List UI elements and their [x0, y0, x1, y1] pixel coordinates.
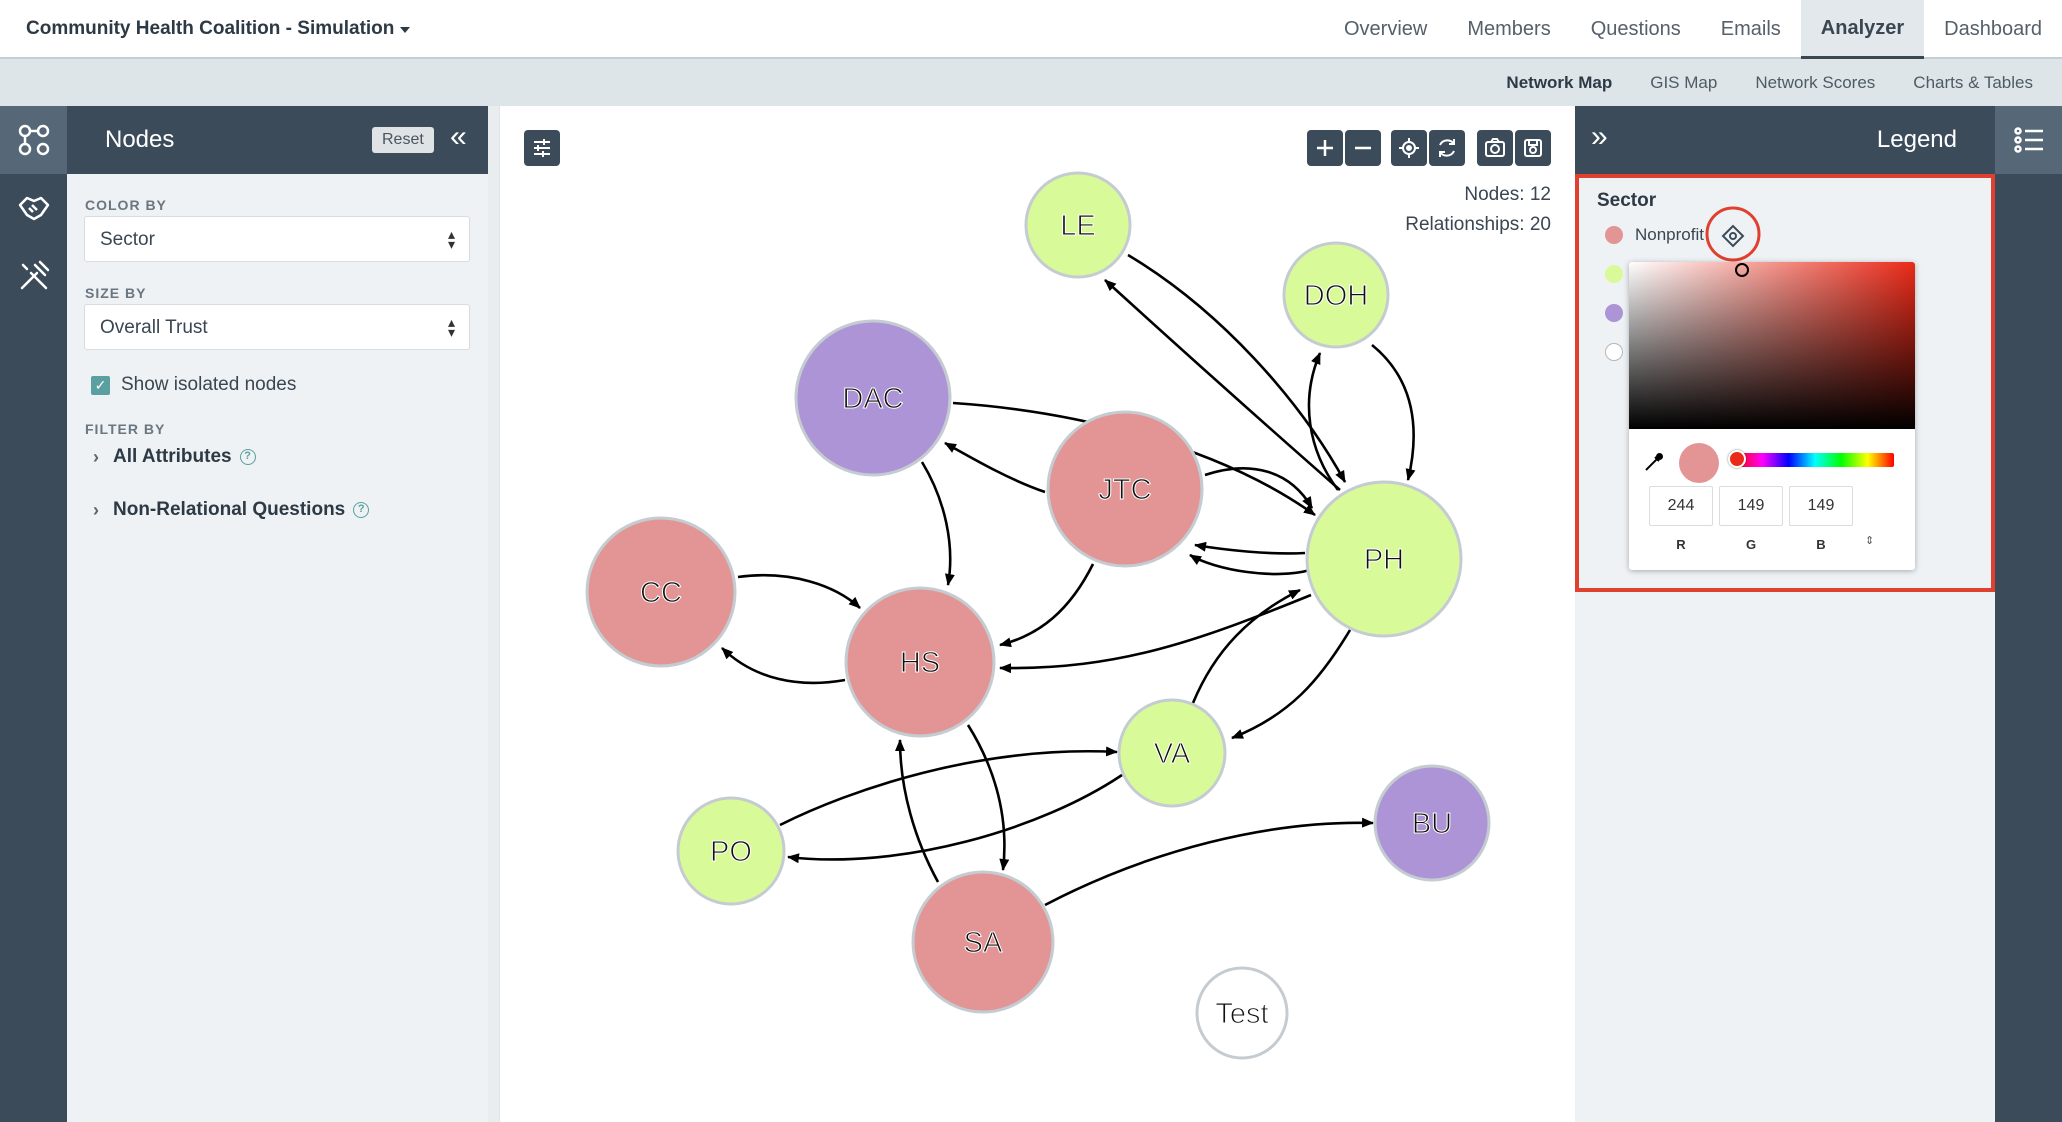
nodes-panel: Nodes Reset « COLOR BY Sector ▴▾ SIZE BY… [67, 106, 488, 1122]
saturation-area[interactable] [1629, 262, 1915, 429]
legend-swatch-green[interactable] [1605, 265, 1623, 283]
show-isolated-label: Show isolated nodes [121, 374, 297, 395]
size-by-select[interactable]: Overall Trust ▴▾ [84, 304, 470, 350]
hue-handle[interactable] [1728, 450, 1746, 468]
legend-label-nonprofit: Nonprofit [1635, 225, 1704, 244]
sector-label: Sector [1597, 190, 1657, 211]
legend-swatch-none[interactable] [1605, 343, 1623, 361]
sub-nav-bar: Network Map GIS Map Network Scores Chart… [0, 59, 2062, 106]
camera-icon [1485, 138, 1505, 157]
center-button[interactable] [1391, 130, 1427, 166]
refresh-icon [1439, 139, 1455, 157]
subtab-gis-map[interactable]: GIS Map [1650, 72, 1718, 92]
filter-all-attributes[interactable]: › All Attributes ? [93, 446, 256, 468]
show-isolated-checkbox[interactable]: ✓ [91, 375, 110, 395]
filter-by-label: FILTER BY [85, 421, 166, 437]
tab-emails[interactable]: Emails [1720, 18, 1781, 40]
legend-panel: » Legend Sector Nonprofit 244 149 [1575, 106, 1995, 1122]
tab-questions[interactable]: Questions [1590, 18, 1681, 40]
red-input[interactable]: 244 [1649, 486, 1713, 526]
sliders-icon [534, 139, 550, 157]
legend-header: » Legend [1575, 106, 1995, 174]
size-by-label: SIZE BY [85, 285, 147, 301]
top-nav: Overview Members Questions Emails Analyz… [1324, 0, 2062, 59]
show-isolated-row[interactable]: ✓ Show isolated nodes [91, 374, 296, 396]
blue-input[interactable]: 149 [1789, 486, 1853, 526]
handshake-icon [18, 196, 49, 221]
subtab-network-scores[interactable]: Network Scores [1755, 72, 1876, 92]
tab-members[interactable]: Members [1467, 18, 1551, 40]
color-palette-icon[interactable] [1703, 204, 1763, 264]
relationships-rail-button[interactable] [0, 174, 67, 242]
chevron-right-icon: › [93, 446, 99, 467]
list-icon [2013, 127, 2043, 153]
save-button[interactable] [1515, 130, 1551, 166]
graph-stats: Nodes: 12 Relationships: 20 [1405, 180, 1551, 240]
zoom-in-button[interactable] [1307, 130, 1343, 166]
nodes-panel-header: Nodes Reset « [67, 106, 488, 174]
select-arrows-icon: ▴▾ [447, 314, 455, 340]
legend-highlight-box: Sector Nonprofit 244 149 149 R G [1575, 174, 1995, 592]
app-title[interactable]: Community Health Coalition - Simulation [26, 18, 411, 40]
tools-rail-button[interactable] [0, 242, 67, 310]
hue-slider[interactable] [1736, 453, 1894, 467]
collapse-left-icon[interactable]: « [450, 120, 467, 153]
legend-swatch-nonprofit[interactable] [1605, 226, 1623, 244]
current-color-swatch [1679, 443, 1719, 483]
tools-icon [20, 260, 49, 290]
caret-down-icon [400, 27, 411, 33]
network-canvas[interactable]: Nodes: 12 Relationships: 20 [500, 106, 1575, 1122]
relationship-count: Relationships: 20 [1405, 214, 1551, 235]
crosshair-icon [1399, 138, 1419, 158]
minus-icon [1355, 146, 1371, 150]
tab-overview[interactable]: Overview [1343, 18, 1428, 40]
format-toggle-icon[interactable]: ⇕ [1865, 535, 1875, 547]
expand-right-icon[interactable]: » [1591, 120, 1608, 153]
app-title-text: Community Health Coalition - Simulation [26, 18, 395, 39]
plus-icon [1317, 140, 1333, 156]
settings-button[interactable] [524, 130, 560, 166]
filter-non-relational[interactable]: › Non-Relational Questions ? [93, 499, 370, 521]
select-arrows-icon: ▴▾ [447, 226, 455, 252]
tab-dashboard[interactable]: Dashboard [1944, 18, 2042, 40]
nodes-panel-title: Nodes [105, 126, 175, 153]
filter-all-attributes-label: All Attributes [113, 446, 232, 467]
legend-title: Legend [1876, 126, 1957, 153]
legend-rail-button[interactable] [1995, 106, 2062, 174]
size-by-value: Overall Trust [100, 317, 208, 338]
color-by-value: Sector [100, 229, 155, 250]
green-input[interactable]: 149 [1719, 486, 1783, 526]
help-icon[interactable]: ? [353, 502, 370, 518]
filter-non-relational-label: Non-Relational Questions [113, 499, 346, 520]
left-icon-rail [0, 106, 67, 1122]
color-picker-popup: 244 149 149 R G B ⇕ [1629, 262, 1915, 570]
tab-analyzer[interactable]: Analyzer [1800, 0, 1925, 59]
screenshot-button[interactable] [1477, 130, 1513, 166]
reset-button[interactable]: Reset [372, 127, 434, 153]
panel-resize-handle[interactable] [488, 106, 500, 1122]
legend-swatch-purple[interactable] [1605, 304, 1623, 322]
top-bar: Community Health Coalition - Simulation … [0, 0, 2062, 59]
blue-label: B [1816, 537, 1826, 552]
eyedropper-icon[interactable] [1643, 451, 1665, 473]
color-by-label: COLOR BY [85, 197, 167, 213]
right-icon-rail [1995, 106, 2062, 1122]
nodes-rail-button[interactable] [0, 106, 67, 174]
sub-nav: Network Map GIS Map Network Scores Chart… [1487, 59, 2052, 106]
nodes-icon [18, 124, 49, 156]
saturation-handle[interactable] [1735, 262, 1749, 278]
subtab-charts-tables[interactable]: Charts & Tables [1913, 72, 2033, 92]
chevron-right-icon: › [93, 499, 99, 520]
color-by-select[interactable]: Sector ▴▾ [84, 216, 470, 262]
save-icon [1524, 139, 1542, 157]
node-count: Nodes: 12 [1464, 184, 1551, 205]
zoom-out-button[interactable] [1345, 130, 1381, 166]
green-label: G [1745, 537, 1757, 552]
subtab-network-map[interactable]: Network Map [1506, 72, 1613, 92]
help-icon[interactable]: ? [239, 449, 256, 465]
red-label: R [1676, 537, 1686, 552]
refresh-button[interactable] [1429, 130, 1465, 166]
